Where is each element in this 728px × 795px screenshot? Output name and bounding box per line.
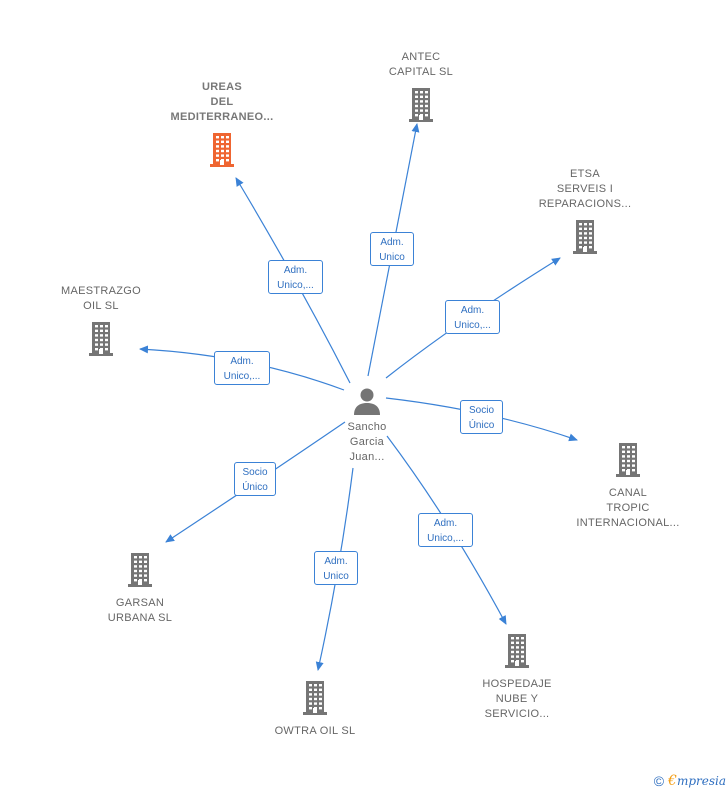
company-name: UREAS DEL MEDITERRANEO... [170, 81, 274, 123]
building-icon [70, 551, 210, 592]
company-name: CANAL TROPIC INTERNACIONAL... [576, 487, 680, 529]
building-icon [447, 632, 587, 673]
relation-label-owtra[interactable]: Adm. Unico [314, 551, 358, 585]
company-name: ANTEC CAPITAL SL [388, 51, 454, 78]
relation-label-hospedaje[interactable]: Adm. Unico,... [418, 513, 473, 547]
company-name: OWTRA OIL SL [274, 725, 356, 737]
relation-label-garsan[interactable]: Socio Único [234, 462, 276, 496]
company-node-owtra[interactable]: OWTRA OIL SL [245, 679, 385, 739]
copyright-symbol: © [653, 773, 665, 789]
relation-label-ureas[interactable]: Adm. Unico,... [268, 260, 323, 294]
relation-label-maestrazgo[interactable]: Adm. Unico,... [214, 351, 270, 385]
company-node-ureas[interactable]: UREAS DEL MEDITERRANEO... [152, 80, 292, 172]
person-icon [354, 388, 380, 415]
brand-initial: € [668, 773, 677, 789]
company-node-maestrazgo[interactable]: MAESTRAZGO OIL SL [31, 284, 171, 361]
company-name: GARSAN URBANA SL [107, 597, 173, 624]
company-name: HOSPEDAJE NUBE Y SERVICIO... [482, 678, 552, 720]
building-icon [152, 131, 292, 172]
building-icon [515, 218, 655, 259]
company-node-antec[interactable]: ANTEC CAPITAL SL [351, 50, 491, 127]
relation-label-etsa[interactable]: Adm. Unico,... [445, 300, 500, 334]
relation-label-antec[interactable]: Adm. Unico [370, 232, 414, 266]
building-icon [31, 320, 171, 361]
company-name: ETSA SERVEIS I REPARACIONS... [538, 168, 632, 210]
company-node-hospedaje[interactable]: HOSPEDAJE NUBE Y SERVICIO... [447, 632, 587, 722]
person-name: Sancho Garcia Juan... [347, 421, 387, 463]
building-icon [558, 441, 698, 482]
company-name: MAESTRAZGO OIL SL [60, 285, 141, 312]
building-icon [351, 86, 491, 127]
footer-brand: © €mpresia [654, 773, 726, 789]
company-node-etsa[interactable]: ETSA SERVEIS I REPARACIONS... [515, 167, 655, 259]
company-node-garsan[interactable]: GARSAN URBANA SL [70, 551, 210, 626]
building-icon [245, 679, 385, 720]
company-node-canal[interactable]: CANAL TROPIC INTERNACIONAL... [558, 441, 698, 531]
brand-rest: mpresia [676, 774, 726, 788]
person-node[interactable]: Sancho Garcia Juan... [322, 386, 412, 465]
brand-logo[interactable]: €mpresia [668, 773, 726, 789]
relation-label-canal[interactable]: Socio Único [460, 400, 503, 434]
